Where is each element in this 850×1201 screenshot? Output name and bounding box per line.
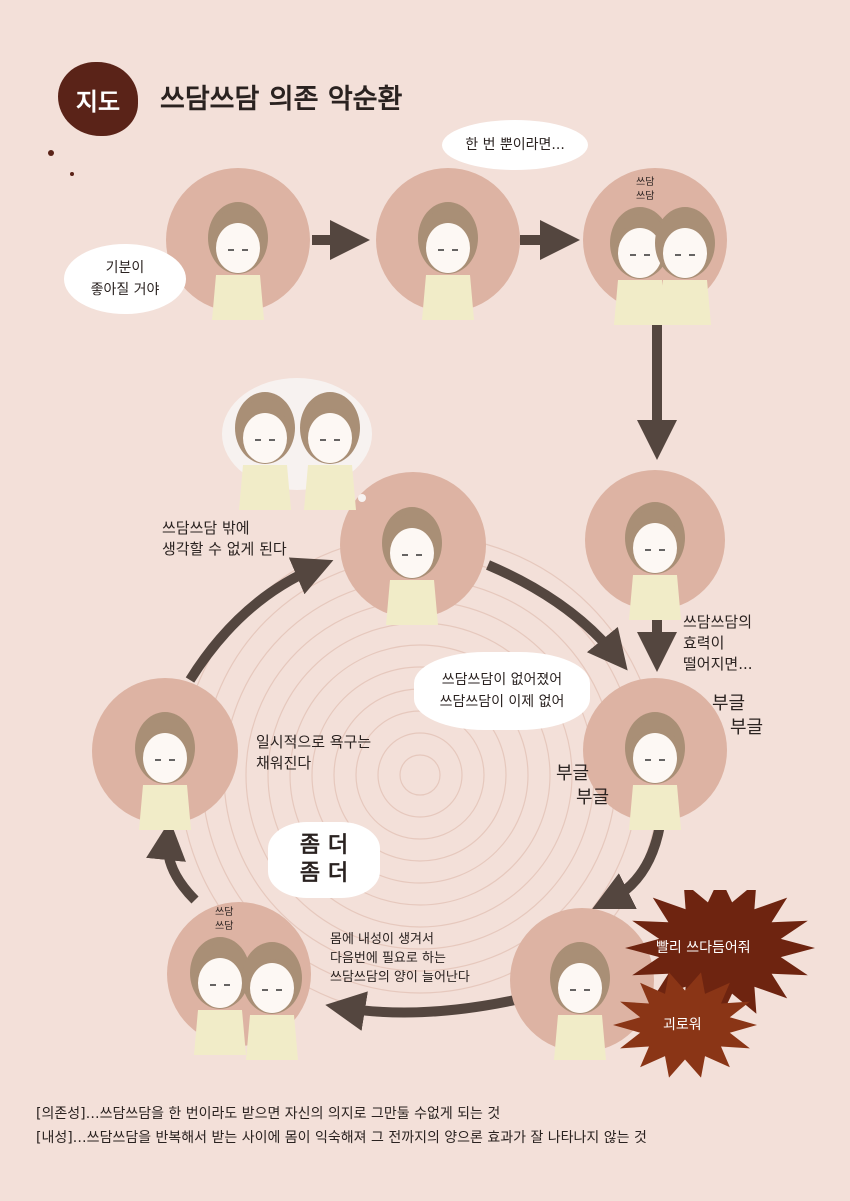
arrow-9-7 [146,820,199,904]
label-line: 쓰담 [215,907,234,918]
label-line: 부글 [730,717,764,738]
character [550,942,610,1060]
label-line: 쓰담쓰담 밖에 [162,519,250,537]
character [418,202,478,320]
label-line: 쓰담쓰담의 [683,613,753,631]
starbursts [613,890,815,1078]
character [190,937,250,1055]
ring [377,732,463,818]
bubble-line: 쓰담쓰담이 없어졌어 [441,672,563,688]
ink-splatter [70,172,74,176]
title-badge: 지도 [58,62,138,136]
definition-dependence: [의존성]…쓰담쓰담을 한 번이라도 받으면 자신의 의지로 그만둘 수없게 되… [36,1106,501,1122]
definition-tolerance: [내성]…쓰담쓰담을 반복해서 받는 사이에 몸이 익숙해져 그 전까지의 양으… [36,1130,647,1146]
label-line: 쓰담 [636,191,655,202]
burst-hurry-text: 빨리 쓰다듬어줘 [656,940,751,956]
speech-bubble-just-once: 한 번 뿐이라면... [442,120,588,170]
label-line: 쓰담 [215,921,234,932]
label-line: 부글 [576,787,610,808]
character [300,392,360,510]
label-line: 다음번에 필요로 하는 [330,951,446,966]
burst-painful [613,972,757,1078]
ring [399,754,441,796]
character [625,502,685,620]
character [382,507,442,625]
character [208,202,268,320]
burst-painful-text: 괴로워 [663,1017,702,1033]
bubble-line: 좀 더 [299,861,349,886]
bubble-line: 쓰담쓰담이 이제 없어 [439,694,565,710]
bubble-line: 기분이 [105,260,145,276]
label-line: 채워진다 [256,754,312,772]
label-line: 떨어지면... [683,655,753,673]
ring [289,644,551,906]
page-title: 쓰담쓰담 의존 악순환 [160,84,403,115]
label-line: 부글 [712,693,746,714]
label-line: 쓰담 [636,177,655,188]
arrow-7-5 [185,557,334,683]
label-line: 부글 [556,763,590,784]
character [135,712,195,830]
bubble-line: 한 번 뿐이라면... [465,137,565,153]
arrow-8-9 [325,991,517,1031]
label-line: 생각할 수 없게 된다 [162,540,287,558]
arrow-5-6 [486,560,628,671]
label-line: 몸에 내성이 생겨서 [330,932,434,947]
label-line: 쓰담쓰담의 양이 늘어난다 [330,970,470,985]
character [610,207,670,325]
character [625,712,685,830]
bubble-line: 좋아질 거야 [90,282,160,298]
ink-splatter [48,150,54,156]
character [235,392,295,510]
arrow-6-8 [592,824,665,909]
label-line: 효력이 [683,634,725,652]
thought-dot [358,494,366,502]
character [655,207,715,325]
title-badge-text: 지도 [75,87,121,116]
bubble-line: 좀 더 [299,833,349,858]
label-line: 일시적으로 욕구는 [256,733,372,751]
character [242,942,302,1060]
ring [311,666,529,884]
